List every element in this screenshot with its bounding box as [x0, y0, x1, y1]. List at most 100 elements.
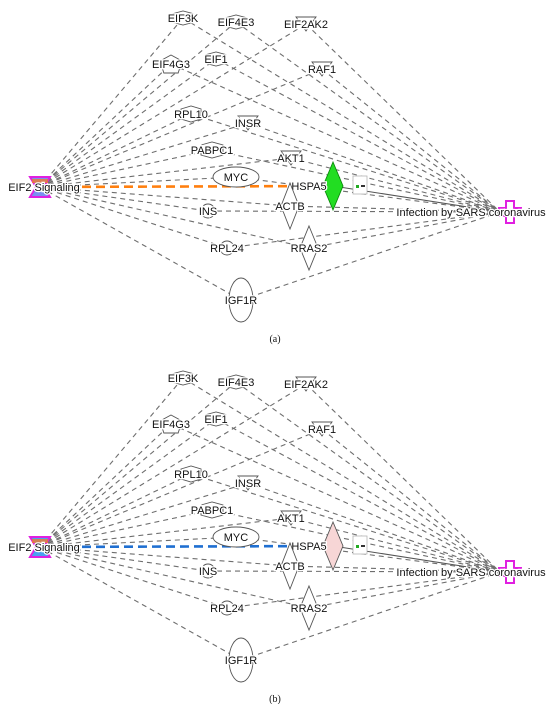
edge-left-pabpc1	[39, 509, 213, 548]
expression-bar-icon	[361, 185, 365, 187]
edge-right-eif2ak2	[305, 23, 501, 213]
node-label: RRAS2	[291, 243, 328, 255]
node-label: EIF2AK2	[284, 379, 328, 391]
node-shape-hspa5	[322, 520, 344, 572]
hub-left[interactable]: EIF2 Signaling	[7, 536, 81, 558]
node-ins[interactable]: INS	[198, 563, 218, 579]
node-ins[interactable]: INS	[198, 203, 218, 219]
node-raf1[interactable]: RAF1	[307, 421, 337, 437]
node-eif1[interactable]: EIF1	[203, 51, 229, 67]
expression-bar-icon	[356, 185, 359, 188]
node-myc[interactable]: MYC	[212, 166, 260, 188]
node-akt1[interactable]: AKT1	[276, 150, 306, 166]
hub-right-label: Infection by SARS coronavirus	[396, 567, 546, 579]
node-label: AKT1	[277, 153, 305, 165]
node-hspa5[interactable]: HSPA5	[290, 520, 368, 572]
edge-right-rpl10	[190, 473, 501, 573]
edge-left-eif1	[39, 418, 217, 548]
edge-right-igf1r	[240, 211, 501, 301]
node-shape-rpl24	[219, 240, 235, 256]
node-insr[interactable]: INSR	[234, 115, 262, 131]
node-pabpc1[interactable]: PABPC1	[189, 141, 235, 159]
edges	[39, 377, 501, 661]
node-eif4e3[interactable]: EIF4E3	[216, 14, 256, 30]
node-label: EIF1	[204, 54, 227, 66]
hub-left-label: EIF2 Signaling	[8, 542, 80, 554]
node-akt1[interactable]: AKT1	[276, 510, 306, 526]
edge-left-raf1	[39, 428, 323, 548]
hub-right[interactable]: Infection by SARS coronavirus	[395, 560, 547, 584]
node-shape-myc	[212, 166, 260, 188]
node-actb[interactable]: ACTB	[274, 541, 306, 591]
hub-right-label: Infection by SARS coronavirus	[396, 207, 546, 219]
node-igf1r[interactable]: IGF1R	[224, 637, 258, 683]
node-eif4g3[interactable]: EIF4G3	[151, 54, 191, 74]
node-label: RPL24	[210, 603, 244, 615]
node-pabpc1[interactable]: PABPC1	[189, 501, 235, 519]
node-shape-rpl10	[180, 465, 202, 483]
node-shape-pabpc1	[200, 141, 224, 159]
node-label: PABPC1	[191, 145, 234, 157]
node-shape-ins	[200, 563, 216, 579]
edge-right-raf1	[321, 428, 501, 573]
node-label: EIF4G3	[152, 419, 190, 431]
node-label: EIF4G3	[152, 59, 190, 71]
edge-left-rpl10	[39, 113, 192, 188]
node-label: RAF1	[308, 424, 336, 436]
node-hspa5[interactable]: HSPA5	[290, 160, 368, 212]
node-insr[interactable]: INSR	[234, 475, 262, 491]
node-label: EIF2AK2	[284, 19, 328, 31]
edge-left-akt1	[39, 157, 292, 188]
edge-left-eif2ak2	[39, 383, 307, 548]
edge-left-igf1r	[39, 186, 242, 301]
node-label: EIF4E3	[218, 377, 255, 389]
node-actb[interactable]: ACTB	[274, 181, 306, 231]
edge-left-rras2	[39, 546, 310, 609]
node-label: RRAS2	[291, 603, 328, 615]
node-eif2ak2[interactable]: EIF2AK2	[283, 16, 329, 32]
edge-right-ins	[207, 210, 501, 213]
edge-right-eif4g3	[170, 423, 501, 573]
node-eif3k[interactable]: EIF3K	[166, 10, 200, 26]
node-eif4e3[interactable]: EIF4E3	[216, 374, 256, 390]
edge-right-eif3k	[182, 17, 501, 213]
node-shape-rpl24	[219, 600, 235, 616]
hub-left[interactable]: EIF2 Signaling	[7, 176, 81, 198]
node-eif2ak2[interactable]: EIF2AK2	[283, 376, 329, 392]
node-label: RPL10	[174, 109, 208, 121]
node-rpl24[interactable]: RPL24	[209, 600, 245, 616]
node-eif1[interactable]: EIF1	[203, 411, 229, 427]
node-shape-eif1	[205, 411, 227, 427]
node-label: MYC	[224, 532, 249, 544]
node-rras2[interactable]: RRAS2	[289, 584, 329, 632]
node-label: MYC	[224, 172, 249, 184]
edge-left-rpl24	[39, 546, 228, 609]
node-rpl10[interactable]: RPL10	[173, 105, 209, 123]
node-eif3k[interactable]: EIF3K	[166, 370, 200, 386]
node-igf1r[interactable]: IGF1R	[224, 277, 258, 323]
hub-right-shape	[498, 200, 522, 224]
edge-right-rpl10	[190, 113, 501, 213]
hub-right[interactable]: Infection by SARS coronavirus	[395, 200, 547, 224]
node-shape-akt1	[280, 510, 302, 526]
node-shape-ins	[200, 203, 216, 219]
node-rpl10[interactable]: RPL10	[173, 465, 209, 483]
node-label: HSPA5	[291, 181, 326, 193]
node-rras2[interactable]: RRAS2	[289, 224, 329, 272]
node-raf1[interactable]: RAF1	[307, 61, 337, 77]
node-rpl24[interactable]: RPL24	[209, 240, 245, 256]
node-shape-hspa5	[322, 160, 344, 212]
edge-left-pabpc1	[39, 149, 213, 188]
edge-left-rpl24	[39, 186, 228, 249]
edge-left-rras2	[39, 186, 310, 249]
node-shape-rras2	[299, 224, 319, 272]
node-myc[interactable]: MYC	[212, 526, 260, 548]
node-eif4g3[interactable]: EIF4G3	[151, 414, 191, 434]
node-label: IGF1R	[225, 655, 257, 667]
edge-left-myc	[39, 176, 237, 188]
edge-right-eif4g3	[170, 63, 501, 213]
node-shape-insr	[237, 115, 259, 131]
node-shape-eif2ak2	[295, 376, 317, 392]
panel-caption: (a)	[269, 334, 280, 345]
